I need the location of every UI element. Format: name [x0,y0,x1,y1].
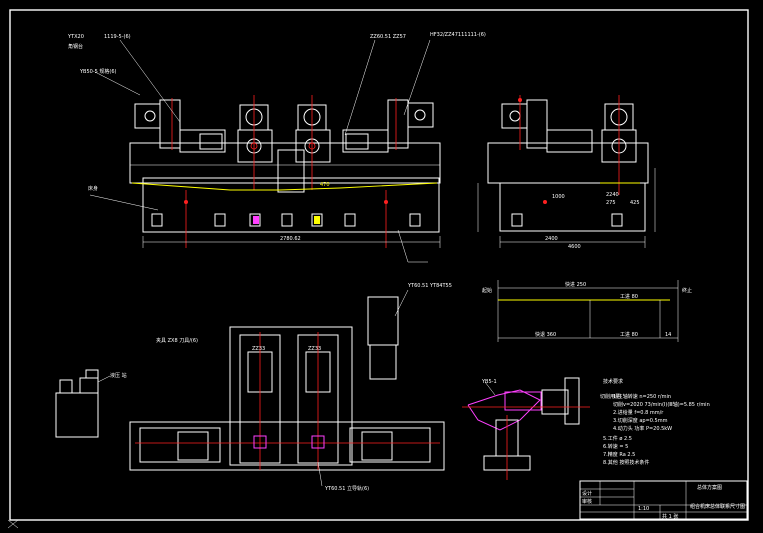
dim-front-bottom: 2780.62 [280,236,301,242]
notes-cutting-title: 切削用量: [600,393,622,400]
callout-hf32: HF32/ZZ47111111-(6) [430,32,486,38]
title-block [579,480,748,520]
dim-side-bottom-1: 2400 [545,236,558,242]
callout-zz60: ZZ60.51 ZZ57 [370,34,406,40]
notes-line-6: 5.工件 ø 2.5 [603,435,632,442]
notes-line-2: 切削v=2020 73/min(Ⅰ)(Ⅲ轴)=5.85 r/min [613,401,710,408]
cycle-label-return-feed: 工进 80 [620,331,638,338]
plan-view [55,289,445,487]
notes-line-9: 8.其他 按照技术条件 [603,459,649,466]
plan-label-center-2: ZZ33 [308,346,321,352]
dim-side-3: 425 [630,200,640,206]
notes-line-1: 1.主轴转速 n=250 r/min [613,393,671,400]
callout-angle-table: 角钢台 [68,43,83,50]
plan-label-fixture: 夹具 ZX8 刀具/(6) [156,337,198,344]
cycle-label-return: 快退 360 [535,331,556,338]
notes-line-4: 3.切削深度 ap=0.5mm [613,417,668,424]
plan-label-hydraulic: 液压 站 [110,372,127,379]
cycle-label-rapid: 快进 250 [565,281,586,288]
plan-label-column: YT60.51 立导轨(6) [324,485,369,492]
title-scale: 1:10 [638,506,649,512]
label-bed: 床身 [88,185,98,192]
callout-ytx20: YTX20 [67,34,84,40]
cycle-label-end: 终止 [682,287,692,294]
notes-line-8: 7.精度 Ra 2.5 [603,451,635,458]
callout-yb50: YB50-5 规格(6) [79,68,117,75]
dim-front-mid: 470 [320,182,330,188]
dim-side-1: 2240 [606,192,619,198]
drawing-border [9,9,749,521]
title-drawing-name: 总体方案图 [697,484,722,491]
notes-line-7: 6.转速 = 5 [603,443,628,450]
ucs-icon [7,519,19,529]
notes-heading: 技术要求 [603,378,623,385]
dim-side-bottom-2: 4600 [568,244,581,250]
side-view [477,95,656,248]
title-checker: 审核 [582,498,592,505]
dim-side-left: 1000 [552,194,565,200]
cycle-label-14: 14 [665,332,671,338]
notes-line-3: 2.进给量 f=0.8 mm/r [613,409,664,416]
notes-line-5: 4.动力头 功率 P=20.5kW [613,425,672,432]
cycle-label-feed: 工进 80 [620,293,638,300]
callout-slide-spec: 1119-5-(6) [104,34,131,40]
front-view [89,39,441,263]
dim-side-2: 275 [606,200,616,206]
detail-label: YB5-1 [481,379,497,385]
title-designer: 设计 [582,490,592,497]
cycle-diagram [497,280,679,342]
cycle-label-start: 起始 [482,287,492,294]
title-sheet: 共 1 张 [662,513,678,520]
title-product-name: 组合机床总体联系尺寸图 [690,503,745,510]
detail-view [462,377,590,480]
plan-label-center-1: ZZ33 [252,346,265,352]
plan-label-top: YT60.51 YT84T55 [407,283,452,289]
